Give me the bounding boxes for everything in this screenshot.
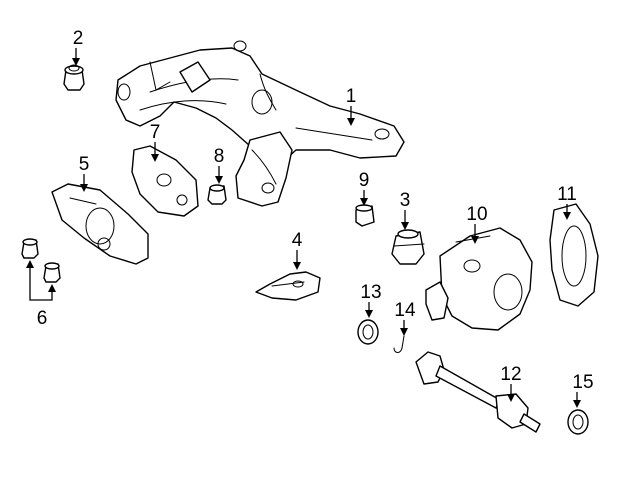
callout-6: 6 (37, 308, 48, 329)
callout-12: 12 (500, 364, 521, 385)
mount-part-3 (391, 229, 425, 265)
leader-lines (26, 48, 581, 408)
subframe-part (115, 40, 405, 207)
differential-part-10 (425, 227, 533, 331)
callout-labels: 1 2 3 4 5 6 7 8 9 10 11 12 13 14 15 (37, 28, 594, 393)
axle-shaft-part-12 (415, 351, 541, 433)
callout-15: 15 (572, 372, 593, 393)
callout-10: 10 (466, 204, 487, 225)
callout-14: 14 (394, 300, 416, 321)
callout-13: 13 (360, 282, 381, 303)
seal-part-15 (567, 409, 589, 435)
callout-5: 5 (79, 154, 90, 175)
cover-plate-part-5 (51, 183, 149, 265)
bushing-part-9 (355, 204, 375, 227)
bushing-pair-part-6 (21, 238, 61, 283)
callout-3: 3 (400, 190, 411, 211)
shield-part-4 (255, 271, 321, 301)
callout-8: 8 (214, 146, 225, 167)
callout-11: 11 (557, 184, 577, 205)
bushing-part-2 (63, 64, 85, 91)
washer-part-13 (357, 319, 379, 345)
bracket-part-7 (131, 145, 199, 217)
rear-cover-part-11 (549, 203, 599, 307)
callout-1: 1 (346, 86, 357, 107)
callout-4: 4 (292, 230, 303, 251)
bushing-part-8 (207, 184, 227, 205)
clip-part-14 (393, 335, 405, 353)
leader-6a (26, 260, 40, 301)
leader-6b (40, 284, 56, 301)
callout-7: 7 (150, 122, 161, 143)
callout-9: 9 (359, 170, 370, 191)
callout-2: 2 (73, 28, 84, 49)
